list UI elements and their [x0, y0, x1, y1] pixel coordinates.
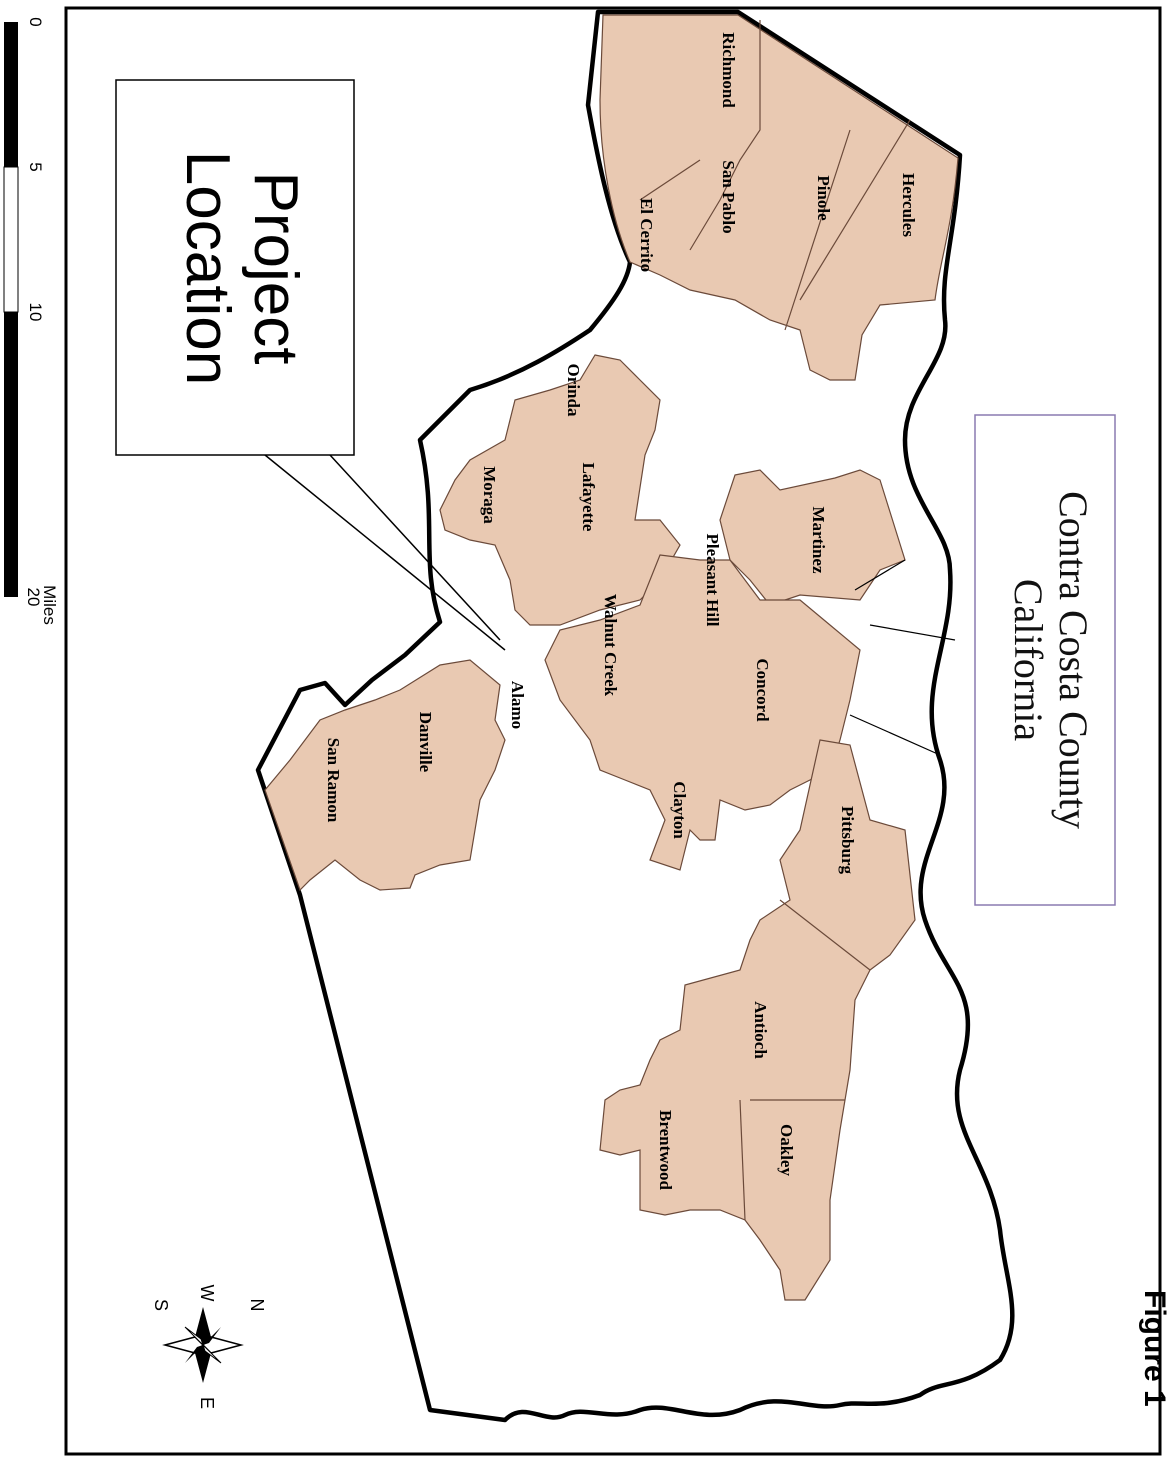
city-label-orinda: Orinda [564, 364, 583, 417]
area-martinez [719, 469, 906, 606]
city-label-clayton: Clayton [670, 781, 689, 839]
compass-s: S [151, 1299, 171, 1311]
city-label-el-cerrito: El Cerrito [637, 198, 656, 272]
city-label-hercules: Hercules [899, 173, 918, 237]
area-danville-san-ramon [264, 659, 506, 892]
city-label-lafayette: Lafayette [579, 463, 598, 532]
interior-lines [849, 559, 956, 756]
city-label-pittsburg: Pittsburg [838, 806, 857, 875]
scale-tick-20: 20 [24, 588, 43, 607]
scale-unit: Miles [40, 585, 59, 625]
city-label-walnut-creek: Walnut Creek [601, 594, 620, 697]
city-label-pleasant-hill: Pleasant Hill [703, 533, 722, 626]
city-label-antioch: Antioch [751, 1001, 770, 1059]
city-label-alamo: Alamo [508, 681, 527, 729]
incorporated-areas [264, 14, 959, 1301]
city-label-pinole: Pinole [814, 175, 833, 221]
city-label-martinez: Martinez [809, 506, 828, 573]
scale-tick-10: 10 [26, 303, 45, 322]
city-label-danville: Danville [416, 712, 435, 773]
scale-tick-0: 0 [26, 17, 45, 26]
map-title: Contra Costa County California [974, 414, 1116, 906]
city-label-san-ramon: San Ramon [324, 738, 343, 823]
title-line1: Contra Costa County [1051, 491, 1096, 829]
compass-w: W [197, 1285, 217, 1302]
area-east-county [599, 739, 916, 1301]
figure-label: Figure 1 [1138, 1290, 1167, 1407]
area-west-county [599, 14, 959, 381]
title-line2: California [1006, 579, 1051, 741]
city-label-oakley: Oakley [777, 1124, 796, 1176]
callout-line2: Location [173, 151, 242, 385]
area-central [544, 554, 861, 871]
area-orinda-lafayette-moraga [439, 354, 681, 626]
city-label-richmond: Richmond [719, 32, 738, 108]
compass-n: N [247, 1299, 267, 1312]
city-label-moraga: Moraga [480, 466, 499, 524]
city-labels: Hercules Pinole Richmond San Pablo El Ce… [324, 32, 918, 1190]
compass-e: E [197, 1397, 217, 1409]
project-location-callout: Project Location [115, 79, 506, 651]
city-label-concord: Concord [753, 658, 772, 722]
scale-bar: 0 5 10 20 Miles [3, 17, 59, 625]
map-frame [64, 6, 1162, 1456]
compass-rose: N E S W [151, 1285, 267, 1410]
scale-tick-5: 5 [26, 162, 45, 171]
city-label-san-pablo: San Pablo [719, 160, 738, 233]
city-label-brentwood: Brentwood [656, 1110, 675, 1191]
callout-line1: Project [241, 172, 310, 365]
